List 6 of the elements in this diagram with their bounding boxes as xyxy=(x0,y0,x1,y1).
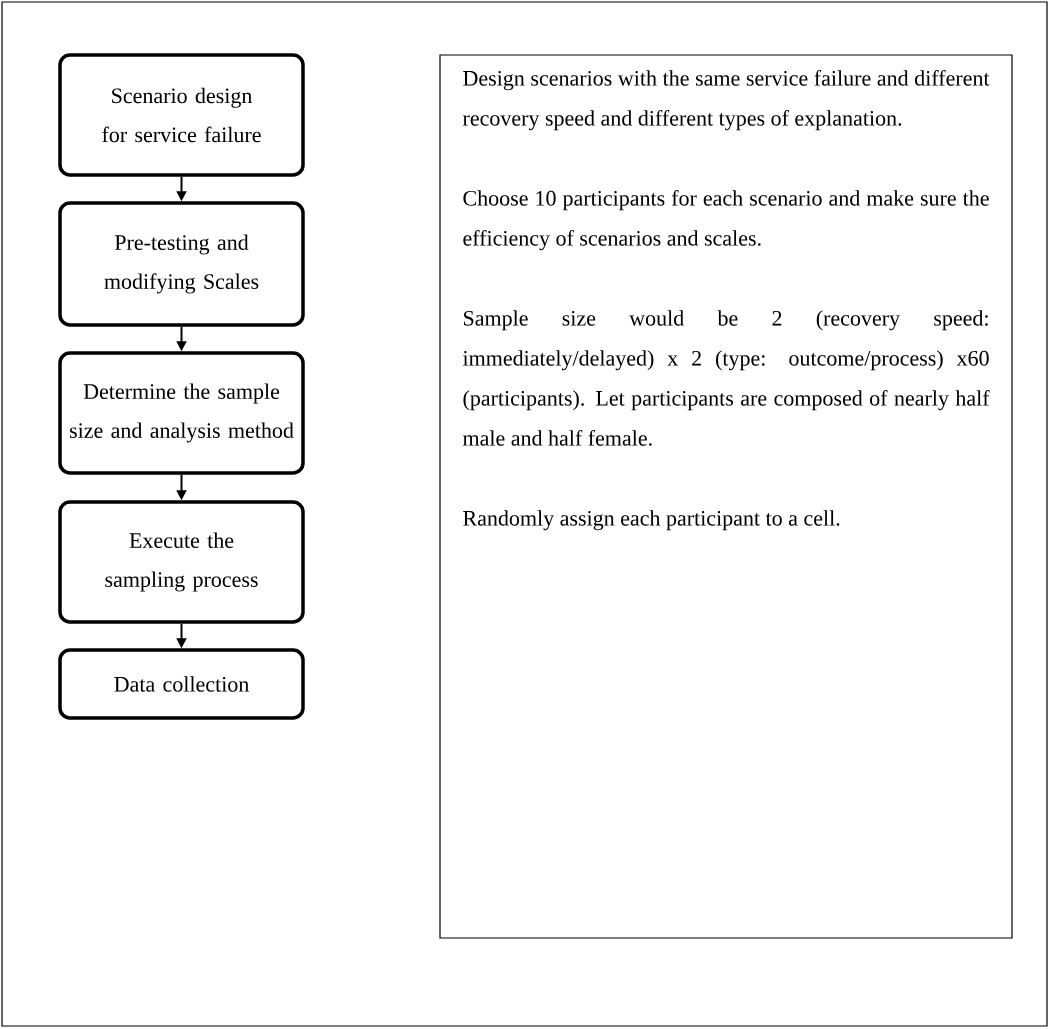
process-box: Determine the sample size and analysis method xyxy=(58,351,305,475)
process-box: Data collection xyxy=(58,648,305,720)
description-box: Design scenarios with the same service failure and different recovery speed and different types of explanation. Choose 10 participants for each scenario and make sure the efficiency of scenarios and scales. Sample size would be 2 (recovery speed: immediately/delayed) x 2 (type: outcome/process) x60 (participants). Let participants are composed of nearly half male and half female. Randomly assign each participant to a cell. xyxy=(439,54,1013,939)
process-box: Execute the sampling process xyxy=(58,500,305,624)
process-box: Scenario design for service failure xyxy=(58,53,305,177)
process-box: Pre-testing and modifying Scales xyxy=(58,201,305,327)
